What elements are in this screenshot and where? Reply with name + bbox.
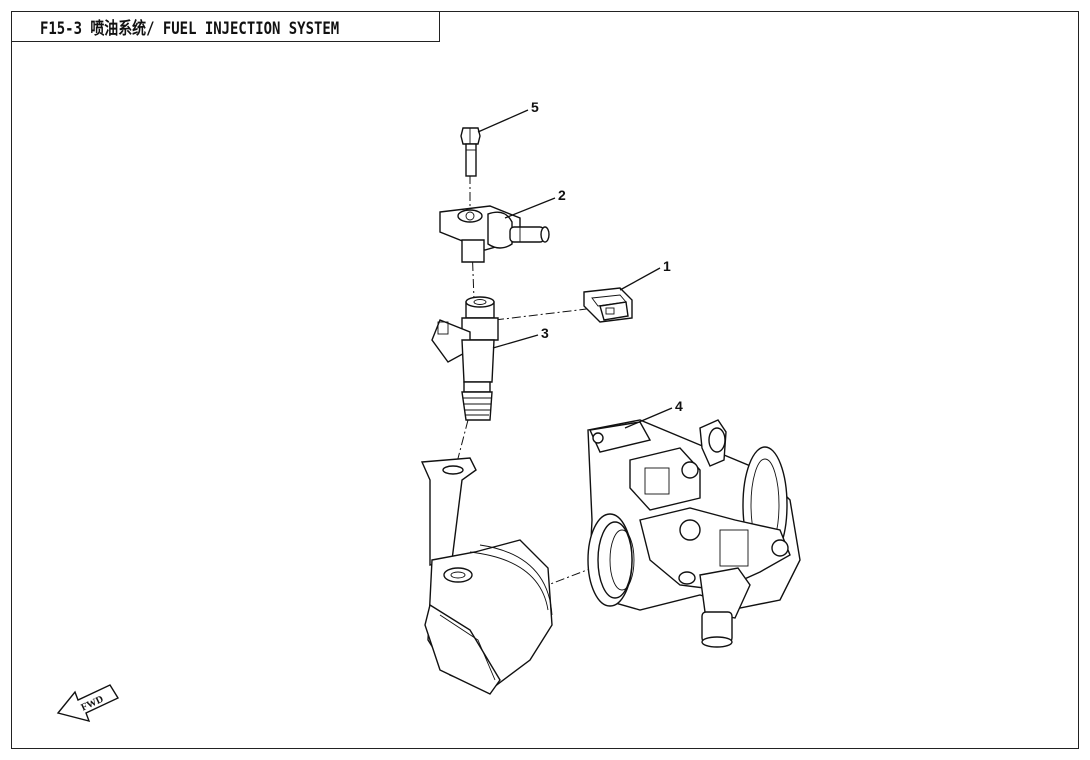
assembly-line-injector: [454, 419, 469, 471]
drawing-frame: [11, 11, 1079, 749]
callout-3: 3: [541, 325, 549, 341]
fuel-injector-icon: [431, 296, 499, 421]
intake-boot-icon: [420, 457, 553, 695]
clip-icon: [583, 287, 633, 323]
leader-line-1: [619, 267, 661, 291]
callout-1: 1: [663, 258, 671, 274]
leader-line-3: [492, 334, 539, 349]
callout-5: 5: [531, 99, 539, 115]
leader-line-4: [624, 407, 673, 429]
leader-line-5: [477, 109, 529, 133]
assembly-line-clip: [494, 307, 596, 321]
page-title: F15-3 喷油系统/ FUEL INJECTION SYSTEM: [40, 19, 340, 39]
bolt-icon: [460, 127, 481, 177]
callout-2: 2: [558, 187, 566, 203]
fwd-arrow-icon: FWD: [56, 684, 120, 723]
title-box: F15-3 喷油系统/ FUEL INJECTION SYSTEM: [11, 11, 440, 42]
fuel-rail-icon: [439, 205, 550, 263]
callout-4: 4: [675, 398, 683, 414]
leader-line-2: [504, 197, 556, 219]
throttle-body-icon: [587, 419, 801, 648]
